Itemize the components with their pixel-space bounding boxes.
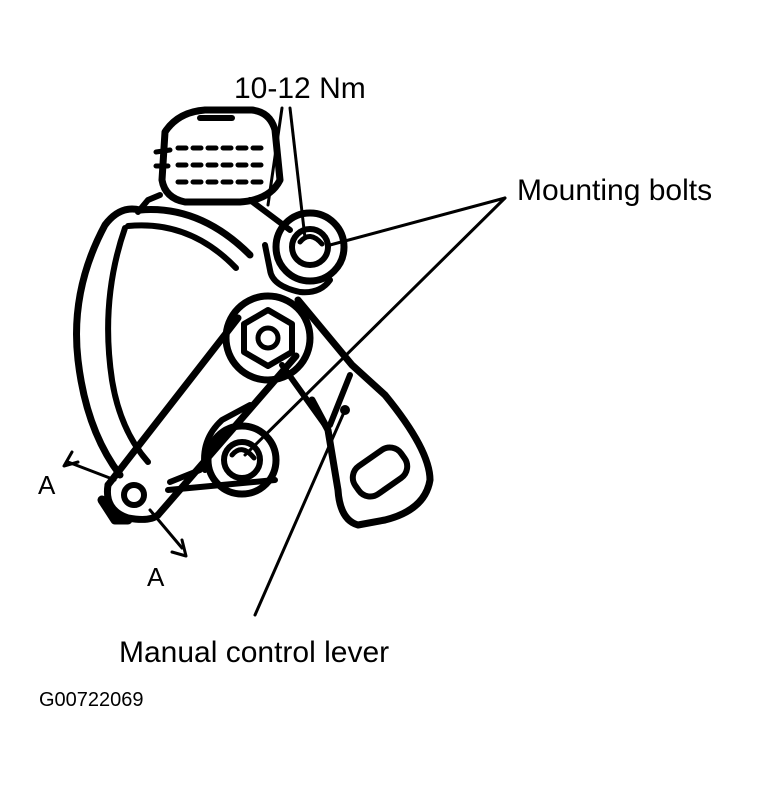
section-a-bottom-label: A [147, 562, 165, 592]
indicator-arm [97, 314, 300, 525]
manual-control-lever-label: Manual control lever [119, 636, 390, 669]
section-line-a-a [62, 450, 188, 558]
manual-control-lever-body [279, 296, 434, 529]
mounting-bolts-label: Mounting bolts [517, 174, 713, 207]
torque-label: 10-12 Nm [234, 72, 366, 105]
section-a-top-label: A [38, 470, 56, 500]
connector [135, 106, 284, 215]
figure-code: G00722069 [39, 689, 144, 711]
leader-lines [243, 106, 507, 617]
switch-housing [73, 197, 333, 479]
center-shaft-nut [222, 292, 314, 384]
upper-mounting-bolt [272, 209, 348, 285]
